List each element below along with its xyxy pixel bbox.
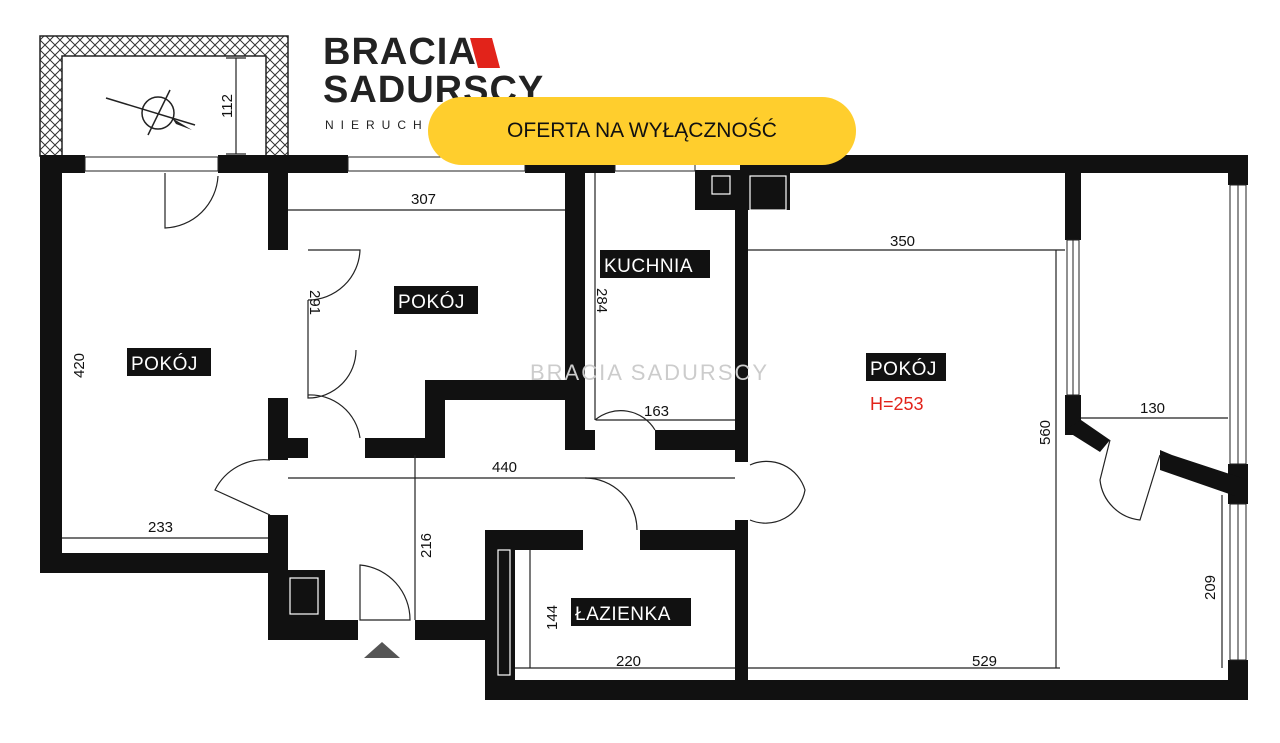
dim-balcony-depth: 112 bbox=[219, 94, 236, 118]
dim-middle-room-height: 291 bbox=[306, 290, 323, 315]
room-label-pokoj-large: POKÓJ bbox=[870, 358, 937, 380]
entrance-arrow-icon bbox=[364, 642, 400, 658]
exclusive-offer-badge: OFERTA NA WYŁĄCZNOŚĆ bbox=[428, 97, 856, 165]
appliances bbox=[289, 175, 787, 676]
room-height-label: H=253 bbox=[870, 394, 924, 414]
dim-middle-room-width: 307 bbox=[411, 191, 436, 208]
room-label-lazienka: ŁAZIENKA bbox=[575, 604, 671, 625]
dim-hall-width: 440 bbox=[492, 459, 517, 476]
logo-accent bbox=[470, 38, 500, 68]
dim-bath-height: 144 bbox=[544, 605, 561, 630]
dim-hall-height: 216 bbox=[418, 533, 435, 558]
doors bbox=[164, 173, 1161, 621]
dim-loggia-width: 130 bbox=[1140, 400, 1165, 417]
dim-left-room-height: 420 bbox=[71, 353, 88, 378]
logo: BRACIA SADURSCY NIERUCHOMOŚCI bbox=[323, 31, 543, 132]
compass-icon bbox=[105, 89, 196, 136]
watermark: BRACIA SADURSCY bbox=[530, 360, 769, 385]
dim-large-room-height: 560 bbox=[1037, 420, 1054, 445]
dim-kitchen-width: 163 bbox=[644, 403, 669, 420]
balcony bbox=[39, 35, 289, 157]
dim-loggia-height: 209 bbox=[1202, 575, 1219, 600]
dim-large-room-bottom: 529 bbox=[972, 653, 997, 670]
dim-left-room-width: 233 bbox=[148, 519, 173, 536]
dimension-labels: 112 420 233 307 291 284 163 440 216 144 … bbox=[71, 94, 1219, 670]
dim-kitchen-height: 284 bbox=[593, 288, 610, 313]
dim-large-room-top: 350 bbox=[890, 233, 915, 250]
dimension-lines bbox=[62, 173, 1228, 669]
exclusive-offer-text: OFERTA NA WYŁĄCZNOŚĆ bbox=[507, 119, 777, 142]
room-label-pokoj-left: POKÓJ bbox=[131, 353, 198, 375]
room-labels: POKÓJ POKÓJ KUCHNIA POKÓJ H=253 ŁAZIENKA bbox=[127, 250, 946, 626]
dim-bath-width: 220 bbox=[616, 653, 641, 670]
room-label-pokoj-middle: POKÓJ bbox=[398, 291, 465, 313]
logo-line1: BRACIA bbox=[323, 31, 477, 73]
room-label-kuchnia: KUCHNIA bbox=[604, 256, 693, 277]
